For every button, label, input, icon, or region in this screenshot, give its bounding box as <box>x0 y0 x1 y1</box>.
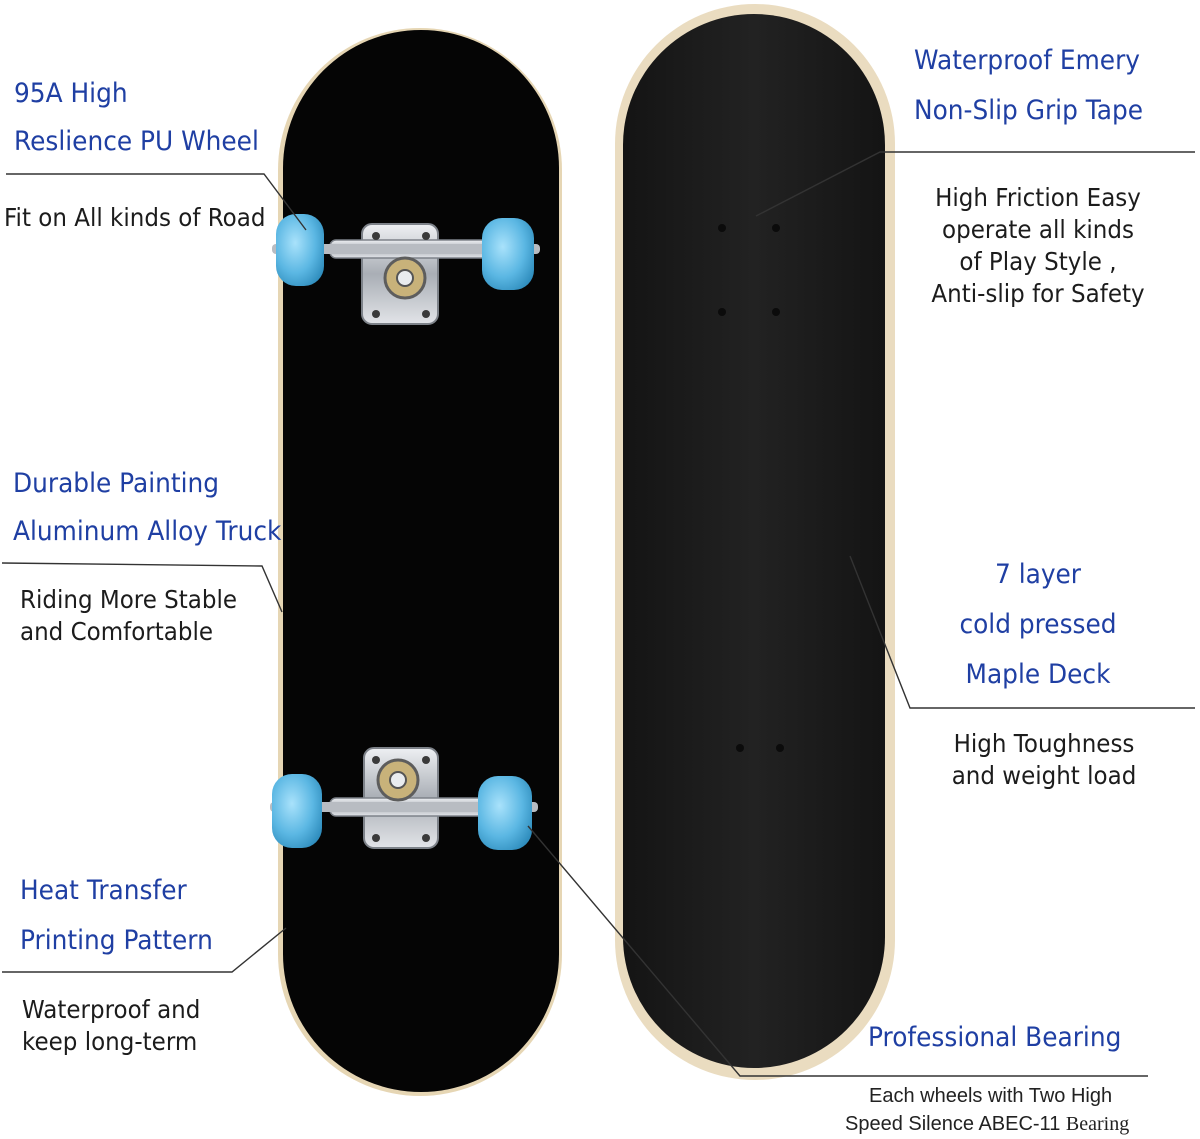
truck-title-line: Aluminum Alloy Truck <box>13 516 282 547</box>
deck-feature-description: High Toughness and weight load <box>946 728 1141 792</box>
deck-description-line: and weight load <box>951 761 1137 790</box>
grip-description-line: High Friction Easy <box>935 183 1141 212</box>
bearing-description-part: Bearing <box>1065 1113 1130 1135</box>
rear-truck <box>270 747 538 849</box>
grip-tape-surface <box>623 14 885 1068</box>
wheel-feature-description: Fit on All kinds of Road <box>4 202 265 234</box>
deck-title-line: cold pressed <box>959 609 1117 640</box>
truck-axle <box>272 244 540 254</box>
deck-title-line: 7 layer <box>994 559 1082 590</box>
truck-title-line: Durable Painting <box>13 468 220 499</box>
deck-grip-view <box>615 4 895 1080</box>
wheel-description-line: Fit on All kinds of Road <box>4 203 266 232</box>
truck-description-line: Riding More Stable <box>20 585 238 614</box>
grip-description-line: of Play Style , <box>959 247 1117 276</box>
wheel <box>272 774 322 848</box>
rear-wheels <box>272 774 532 850</box>
bearing-title-line: Professional Bearing <box>868 1022 1122 1053</box>
wheel <box>276 214 324 286</box>
truck-axle <box>270 802 538 812</box>
deck-underside <box>283 30 559 1092</box>
leader-line-deck <box>849 555 1195 709</box>
pattern-feature-description: Waterproof and keep long-term <box>22 994 200 1058</box>
grip-description-line: Anti-slip for Safety <box>931 279 1145 308</box>
deck-title-line: Maple Deck <box>965 659 1111 690</box>
pattern-description-line: Waterproof and <box>22 995 201 1024</box>
grip-feature-title: Waterproof Emery Non-Slip Grip Tape <box>914 36 1143 136</box>
pattern-description-line: keep long-term <box>22 1027 198 1056</box>
bearing-description-line: Speed Silence ABEC-11 Bearing <box>845 1110 1129 1138</box>
front-wheels <box>276 214 534 290</box>
deck-feature-title: 7 layer cold pressed Maple Deck <box>955 550 1121 700</box>
truck-feature-title: Durable Painting Aluminum Alloy Truck <box>13 460 281 556</box>
grip-title-line: Non-Slip Grip Tape <box>914 95 1144 126</box>
wheel <box>478 776 532 850</box>
bearing-description-part: Speed Silence ABEC-11 <box>845 1113 1066 1135</box>
grip-title-line: Waterproof Emery <box>914 45 1140 76</box>
wheel-title-line: Reslience PU Wheel <box>14 126 259 157</box>
wheel-title-line: 95A High <box>14 78 128 109</box>
deck-bottom-view <box>278 28 562 1096</box>
leader-line-grip <box>755 151 1195 217</box>
leader-line-bearing <box>527 825 1148 1077</box>
wheel-feature-title: 95A High Reslience PU Wheel <box>14 70 259 166</box>
pattern-title-line: Printing Pattern <box>20 925 213 956</box>
deck-description-line: High Toughness <box>953 729 1135 758</box>
front-truck <box>272 223 540 325</box>
mounting-holes <box>718 224 784 752</box>
leader-line-truck <box>1 562 283 613</box>
leader-line-wheel <box>6 173 307 231</box>
grip-feature-description: High Friction Easy operate all kinds of … <box>928 182 1149 310</box>
truck-description-line: and Comfortable <box>20 617 213 646</box>
truck-feature-description: Riding More Stable and Comfortable <box>20 584 237 648</box>
leader-line-pattern <box>2 927 287 973</box>
bearing-description-line: Each wheels with Two High <box>869 1085 1113 1107</box>
leader-lines <box>1 151 1195 1077</box>
pattern-feature-title: Heat Transfer Printing Pattern <box>20 866 213 966</box>
grip-description-line: operate all kinds <box>942 215 1134 244</box>
bearing-feature-title: Professional Bearing <box>868 1014 1121 1062</box>
wheel <box>482 218 534 290</box>
pattern-title-line: Heat Transfer <box>20 875 187 906</box>
